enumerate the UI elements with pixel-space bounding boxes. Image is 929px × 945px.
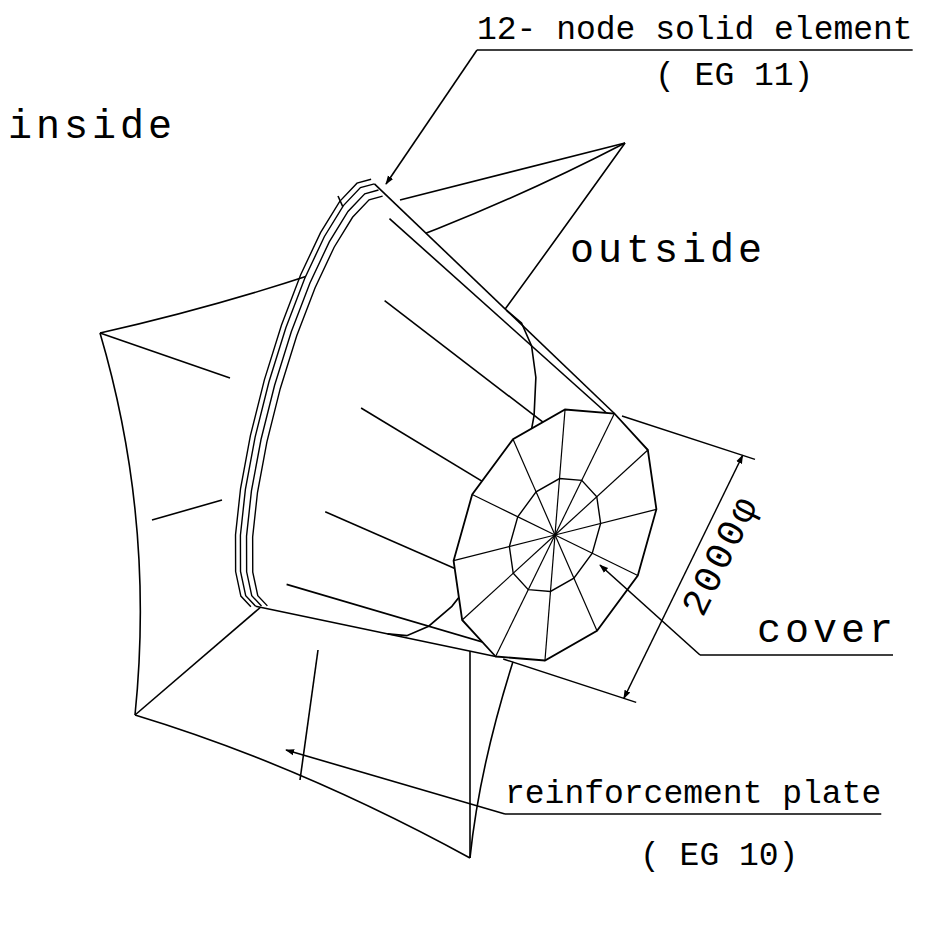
- cover-spoke: [545, 535, 555, 660]
- underline: [477, 49, 913, 51]
- plate-edge: [469, 650, 471, 858]
- cover-spoke: [555, 535, 597, 631]
- extension-line: [503, 659, 636, 702]
- part-label: cover: [757, 612, 897, 652]
- solid-element-ring: [247, 190, 379, 606]
- dimension-text: 2000φ: [677, 490, 768, 623]
- cylinder-generator: [374, 184, 614, 414]
- leader-line: [286, 750, 505, 814]
- element-group-label: ( EG 10): [640, 840, 798, 873]
- cover-spoke: [513, 439, 555, 535]
- cylinder-generator: [256, 606, 496, 656]
- side-label: inside: [8, 108, 176, 148]
- element-label: 12- node solid element: [477, 14, 913, 47]
- cover-spoke: [555, 450, 648, 535]
- leader-lines: [286, 50, 913, 814]
- cover-spoke: [555, 414, 614, 536]
- element-group-label: ( EG 11): [655, 60, 813, 93]
- cover-spoke: [496, 535, 555, 657]
- plate-edge: [152, 500, 222, 520]
- plate-edge: [400, 143, 625, 200]
- plate-edge: [100, 333, 140, 715]
- plate-edge: [300, 650, 318, 780]
- solid-element-ring: [236, 179, 372, 606]
- solid-element-ring: [253, 196, 383, 606]
- plate-edge: [135, 606, 262, 715]
- side-label: outside: [570, 232, 766, 272]
- cover-spoke: [555, 410, 565, 535]
- cover-spoke: [472, 495, 555, 535]
- part-label: reinforcement plate: [505, 778, 881, 811]
- leader-line: [386, 50, 477, 184]
- plate-edge: [100, 333, 230, 378]
- underline: [700, 654, 893, 656]
- extension-line: [622, 416, 755, 459]
- cover-spoke: [454, 535, 555, 561]
- cover-outline: [454, 410, 657, 661]
- cover-spoke: [555, 509, 656, 535]
- underline: [505, 813, 881, 815]
- plate-edge: [135, 715, 470, 858]
- cover-spoke: [462, 535, 555, 620]
- cover-spoke: [555, 535, 638, 575]
- plate-edge: [470, 640, 520, 858]
